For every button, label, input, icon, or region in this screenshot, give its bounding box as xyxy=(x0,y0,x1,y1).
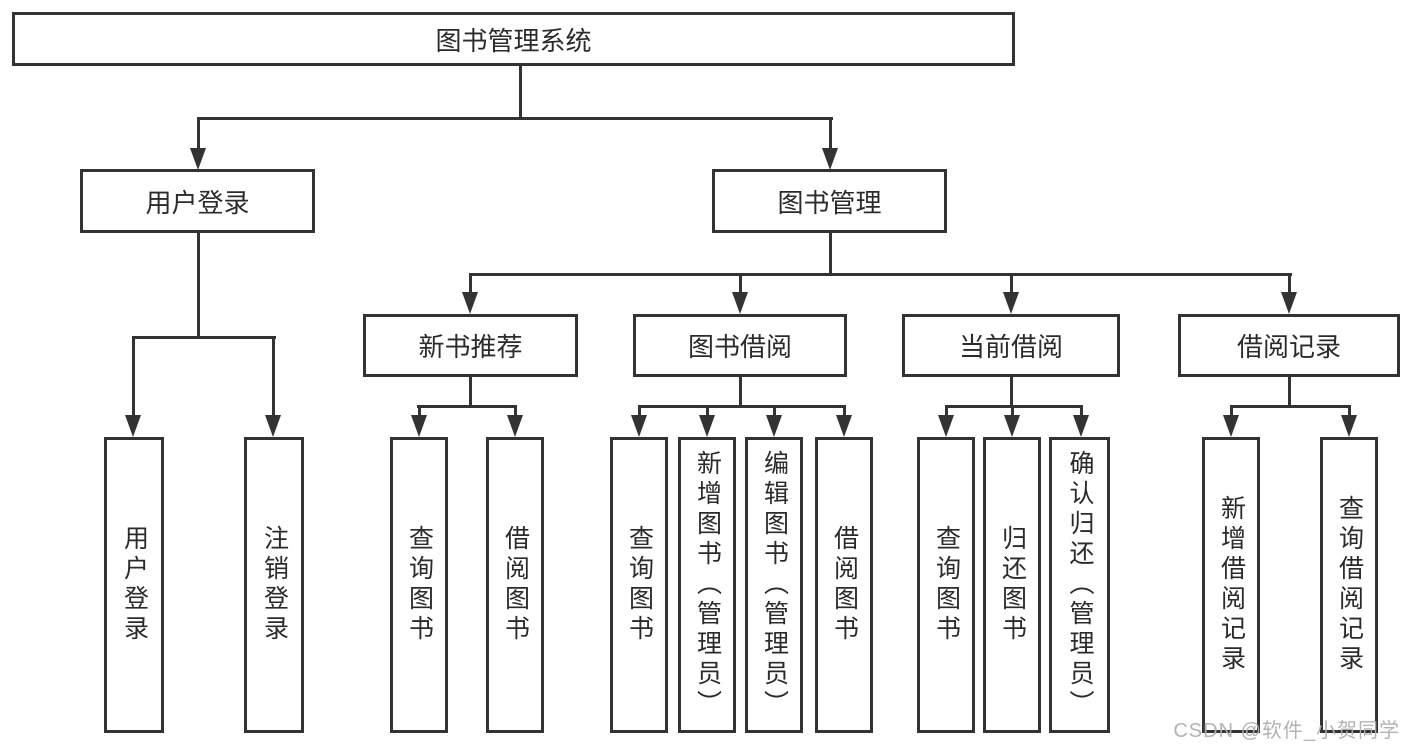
leaf-add-borrow-record-label: 新增借阅记录 xyxy=(1217,495,1246,675)
connector-shaft-br-query xyxy=(1348,405,1351,419)
connector-shaft-br-add xyxy=(1230,405,1233,419)
leaf-borrow-books-label: 借阅图书 xyxy=(830,525,859,645)
connector-root-bar xyxy=(197,117,833,120)
node-book-borrow: 图书借阅 xyxy=(633,314,847,377)
arrowhead-br-add xyxy=(1223,415,1239,437)
connector-shaft-nb-query xyxy=(418,405,421,419)
connector-book-borrow-bar xyxy=(638,405,846,408)
connector-shaft-leaf-user-login xyxy=(132,336,135,417)
csdn-watermark: CSDN @软件_小贺同学 xyxy=(1173,720,1400,742)
arrowhead-book-borrow xyxy=(732,292,748,314)
connector-root-stem xyxy=(519,66,522,117)
connector-book-borrow-stem xyxy=(739,377,742,405)
connector-borrow-records-stem xyxy=(1288,377,1291,405)
connector-shaft-current-borrow xyxy=(1010,273,1013,295)
connector-current-borrow-bar xyxy=(945,405,1083,408)
connector-shaft-nb-borrow xyxy=(514,405,517,419)
node-new-book-recommend: 新书推荐 xyxy=(363,314,578,377)
leaf-borrow-books: 借阅图书 xyxy=(815,437,873,733)
leaf-add-books-admin: 新增图书（管理员） xyxy=(678,437,736,733)
leaf-add-books-admin-label: 新增图书（管理员） xyxy=(693,450,722,720)
connector-shaft-bb-query xyxy=(638,405,641,419)
leaf-newbook-query-books-label: 查询图书 xyxy=(405,525,434,645)
leaf-logout: 注销登录 xyxy=(244,437,304,733)
connector-shaft-book-management xyxy=(829,117,832,150)
arrowhead-leaf-user-login xyxy=(125,415,141,437)
node-current-borrow: 当前借阅 xyxy=(902,314,1120,377)
leaf-confirm-return-admin-label: 确认归还（管理员） xyxy=(1066,450,1094,720)
connector-user-login-stem xyxy=(197,233,200,336)
connector-current-borrow-stem xyxy=(1010,377,1013,405)
leaf-add-borrow-record: 新增借阅记录 xyxy=(1202,437,1260,733)
connector-book-management-stem xyxy=(829,233,832,273)
arrowhead-nb-query xyxy=(411,415,427,437)
connector-shaft-cb-return xyxy=(1011,405,1014,419)
leaf-return-books-label: 归还图书 xyxy=(998,525,1027,645)
connector-shaft-bb-add xyxy=(706,405,709,419)
leaf-current-query-books: 查询图书 xyxy=(917,437,975,733)
leaf-newbook-borrow-books-label: 借阅图书 xyxy=(501,525,530,645)
connector-shaft-user-login xyxy=(197,117,200,150)
connector-user-login-bar xyxy=(132,336,276,339)
leaf-edit-books-admin-label: 编辑图书（管理员） xyxy=(760,450,789,720)
node-book-management: 图书管理 xyxy=(712,169,947,233)
leaf-newbook-query-books: 查询图书 xyxy=(390,437,448,733)
arrowhead-current-borrow xyxy=(1003,292,1019,314)
arrowhead-borrow-records xyxy=(1281,292,1297,314)
connector-shaft-book-borrow xyxy=(739,273,742,295)
node-library-management-system: 图书管理系统 xyxy=(12,12,1015,66)
arrowhead-user-login xyxy=(190,148,206,170)
arrowhead-bb-borrow xyxy=(836,415,852,437)
connector-shaft-cb-confirm xyxy=(1080,405,1083,419)
arrowhead-cb-query xyxy=(938,415,954,437)
arrowhead-nb-borrow xyxy=(507,415,523,437)
connector-shaft-borrow-records xyxy=(1288,273,1291,295)
arrowhead-cb-return xyxy=(1004,415,1020,437)
node-borrow-records: 借阅记录 xyxy=(1178,314,1400,377)
arrowhead-bb-edit xyxy=(766,415,782,437)
connector-shaft-leaf-logout xyxy=(272,336,275,417)
node-user-login: 用户登录 xyxy=(80,169,315,233)
leaf-user-login: 用户登录 xyxy=(104,437,164,733)
connector-book-management-bar xyxy=(469,273,1292,276)
connector-new-book-stem xyxy=(469,377,472,405)
leaf-borrow-query-books: 查询图书 xyxy=(610,437,668,733)
arrowhead-leaf-logout xyxy=(265,415,281,437)
leaf-edit-books-admin: 编辑图书（管理员） xyxy=(745,437,803,733)
leaf-query-borrow-record: 查询借阅记录 xyxy=(1320,437,1378,733)
leaf-query-borrow-record-label: 查询借阅记录 xyxy=(1335,495,1364,675)
leaf-logout-label: 注销登录 xyxy=(260,525,289,645)
leaf-current-query-books-label: 查询图书 xyxy=(932,525,961,645)
connector-borrow-records-bar xyxy=(1230,405,1351,408)
connector-new-book-bar xyxy=(417,405,517,408)
connector-shaft-bb-borrow xyxy=(843,405,846,419)
connector-shaft-new-book xyxy=(469,273,472,295)
connector-shaft-cb-query xyxy=(945,405,948,419)
leaf-user-login-label: 用户登录 xyxy=(120,525,149,645)
arrowhead-new-book xyxy=(462,292,478,314)
connector-shaft-bb-edit xyxy=(773,405,776,419)
leaf-return-books: 归还图书 xyxy=(983,437,1041,733)
arrowhead-br-query xyxy=(1341,415,1357,437)
leaf-confirm-return-admin: 确认归还（管理员） xyxy=(1049,437,1110,733)
leaf-newbook-borrow-books: 借阅图书 xyxy=(486,437,544,733)
arrowhead-book-management xyxy=(822,148,838,170)
arrowhead-bb-add xyxy=(699,415,715,437)
arrowhead-bb-query xyxy=(631,415,647,437)
arrowhead-cb-confirm xyxy=(1073,415,1089,437)
leaf-borrow-query-books-label: 查询图书 xyxy=(625,525,654,645)
